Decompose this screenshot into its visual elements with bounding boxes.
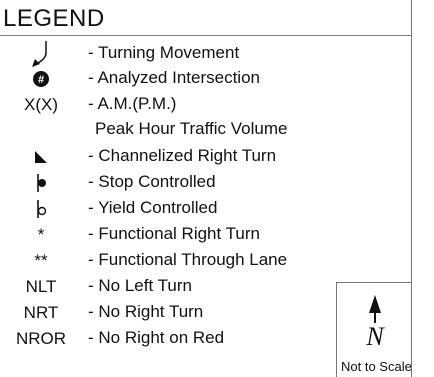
legend-item-no-right-turn: NRT - No Right Turn <box>0 300 340 326</box>
legend-item-functional-right-turn: * - Functional Right Turn <box>0 222 340 248</box>
legend-item-turning-movement: - Turning Movement <box>0 41 340 67</box>
legend-label: - Functional Right Turn <box>88 224 260 243</box>
legend-label: - No Right Turn <box>88 302 204 321</box>
legend-label: - A.M.(P.M.) <box>88 94 177 113</box>
legend-item-yield-controlled: - Yield Controlled <box>0 196 340 222</box>
title-divider <box>0 35 411 36</box>
legend-label: - Analyzed Intersection <box>88 68 260 87</box>
legend-item-channelized-right-turn: - Channelized Right Turn <box>0 144 340 170</box>
legend-symbol: NRT <box>23 303 59 322</box>
north-letter: N <box>365 322 385 351</box>
turning-movement-arrow-icon <box>0 41 82 67</box>
legend-symbol: X(X) <box>24 95 58 114</box>
legend-symbol: ** <box>34 251 48 270</box>
legend-label-line2: Peak Hour Traffic Volume <box>95 119 288 138</box>
legend-item-stop-controlled: - Stop Controlled <box>0 170 340 196</box>
legend-item-am-pm-volume: X(X) - A.M.(P.M.) Peak Hour Traffic Volu… <box>0 92 340 144</box>
legend-label: - No Right on Red <box>88 328 225 347</box>
legend-symbol: NROR <box>15 329 67 348</box>
yield-controlled-icon <box>0 196 82 222</box>
svg-text:#: # <box>38 74 44 86</box>
analyzed-intersection-icon: # <box>33 71 49 87</box>
scale-label: Not to Scale <box>341 359 412 374</box>
legend-item-no-right-on-red: NROR - No Right on Red <box>0 326 340 352</box>
channelized-right-turn-icon <box>0 144 82 170</box>
legend-label: - Yield Controlled <box>88 198 218 217</box>
north-arrow-box: N Not to Scale <box>336 282 412 377</box>
legend-title: LEGEND <box>3 5 105 32</box>
legend-label: - Functional Through Lane <box>88 250 288 269</box>
legend-symbol: * <box>37 225 45 244</box>
legend-label: - No Left Turn <box>88 276 192 295</box>
legend-item-analyzed-intersection: # - Analyzed Intersection <box>0 66 340 92</box>
legend-label: - Channelized Right Turn <box>88 146 277 165</box>
stop-controlled-icon <box>0 170 82 196</box>
legend-item-functional-through-lane: ** - Functional Through Lane <box>0 248 340 274</box>
legend-symbol: NLT <box>25 277 57 296</box>
legend-label: - Stop Controlled <box>88 172 216 191</box>
north-arrow-icon: N <box>365 295 385 351</box>
legend-right-border <box>411 0 412 377</box>
legend-item-no-left-turn: NLT - No Left Turn <box>0 274 340 300</box>
legend-label: - Turning Movement <box>88 43 240 62</box>
